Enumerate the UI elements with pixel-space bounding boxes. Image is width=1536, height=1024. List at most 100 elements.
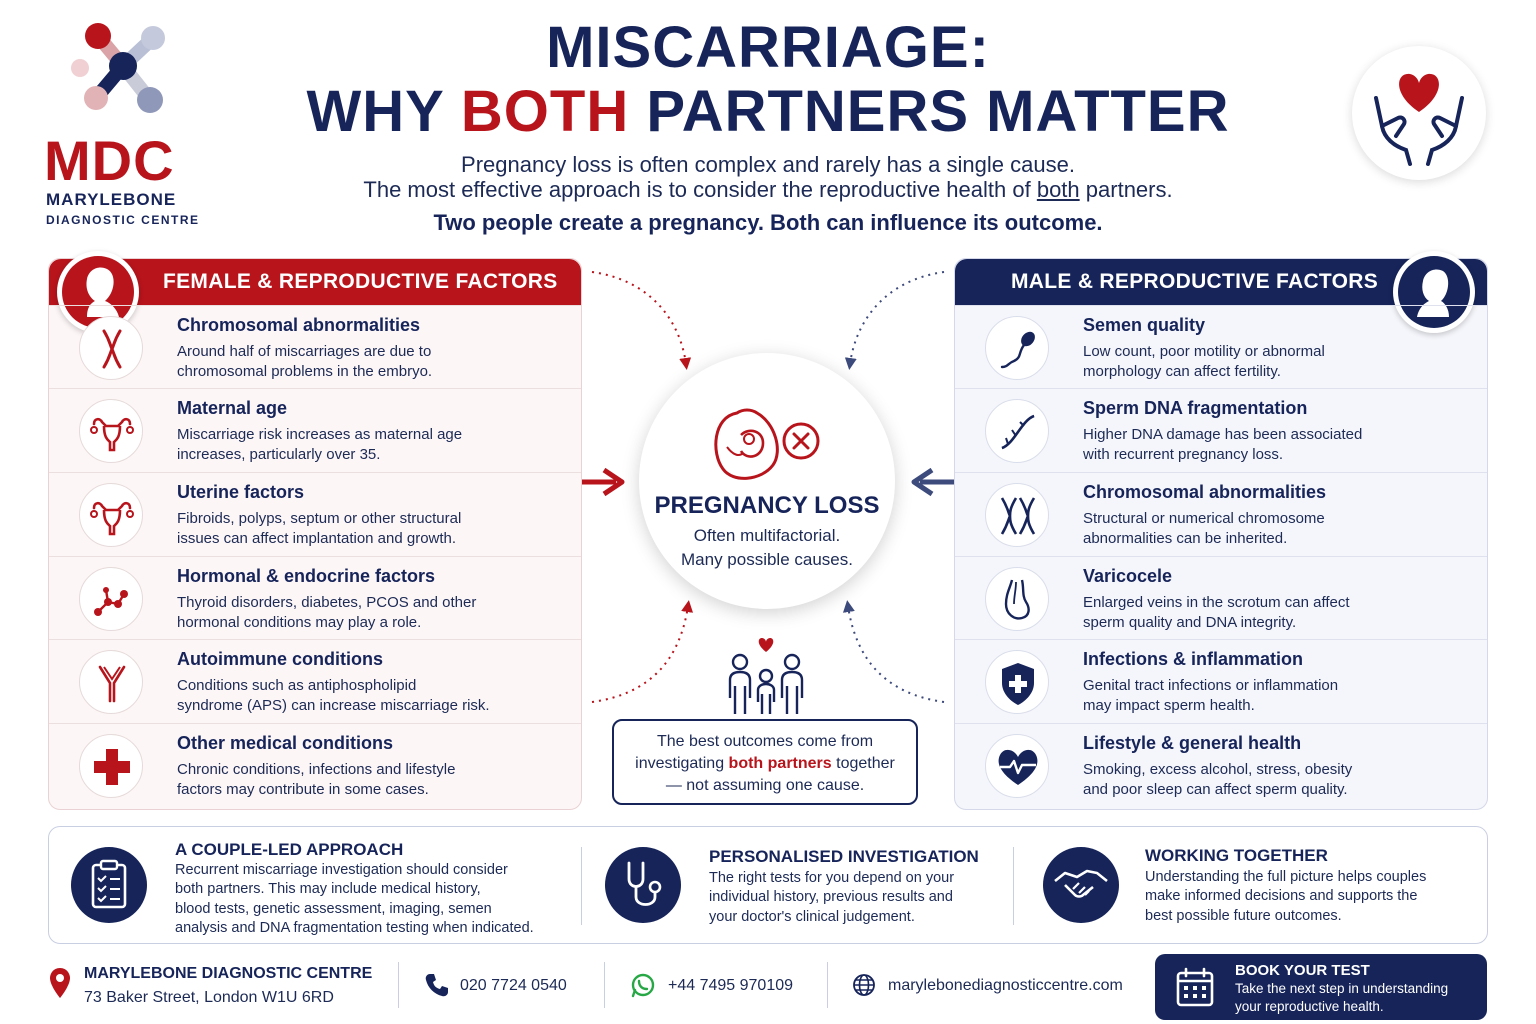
- male-factor-desc: Structural or numerical chromosome abnor…: [1083, 509, 1463, 549]
- male-factor-desc-line: and poor sleep can affect sperm quality.: [1083, 781, 1348, 798]
- handshake-icon: [1054, 869, 1108, 898]
- male-factor-desc: Higher DNA damage has been associated wi…: [1083, 425, 1463, 465]
- title-words-partners-matter: PARTNERS MATTER: [646, 79, 1230, 144]
- footer-address: 73 Baker Street, London W1U 6RD: [84, 989, 334, 1006]
- female-profile-icon: [62, 256, 134, 328]
- female-factor-desc: Conditions such as antiphospholipid synd…: [177, 676, 557, 716]
- dotted-arrow-bottom-left: [591, 600, 694, 703]
- male-factor-icon-wrap: [985, 567, 1049, 631]
- female-factor-desc-line: Chronic conditions, infections and lifes…: [177, 761, 456, 778]
- female-factor-title: Chromosomal abnormalities: [177, 315, 421, 335]
- male-factor-desc-line: with recurrent pregnancy loss.: [1083, 446, 1284, 463]
- dna-icon: [1001, 414, 1035, 450]
- male-factor-desc-line: morphology can affect fertility.: [1083, 363, 1281, 380]
- male-factor-title: Lifestyle & general health: [1083, 733, 1302, 753]
- male-factor-desc-line: Enlarged veins in the scrotum can affect: [1083, 594, 1350, 611]
- uterus-icon: [90, 417, 134, 452]
- male-factor-desc: Low count, poor motility or abnormal mor…: [1083, 342, 1463, 382]
- male-factor-desc-line: Higher DNA damage has been associated: [1083, 426, 1363, 443]
- approach-icon-circle: [71, 847, 147, 923]
- female-factor-row: Other medical conditions Chronic conditi…: [49, 723, 581, 806]
- female-factor-icon-wrap: [79, 316, 143, 380]
- male-factor-icon-wrap: [985, 399, 1049, 463]
- female-factor-row: Hormonal & endocrine factors Thyroid dis…: [49, 556, 581, 639]
- book-desc-line: Take the next step in understanding: [1235, 981, 1449, 996]
- male-factor-title: Sperm DNA fragmentation: [1083, 398, 1308, 418]
- female-factor-icon-wrap: [79, 567, 143, 631]
- medical-cross-icon: [94, 749, 130, 785]
- chromosome-icon: [102, 329, 122, 369]
- female-factor-icon-wrap: [79, 483, 143, 547]
- female-factor-desc: Chronic conditions, infections and lifes…: [177, 760, 557, 800]
- male-factors-panel: MALE & REPRODUCTIVE FACTORS Semen qualit…: [954, 251, 1488, 810]
- female-factor-desc: Around half of miscarriages are due to c…: [177, 342, 557, 382]
- male-factor-title: Chromosomal abnormalities: [1083, 482, 1327, 502]
- approach-desc-line: Understanding the full picture helps cou…: [1145, 869, 1427, 885]
- subtitle-line2-start: The most effective approach is to consid…: [363, 177, 1031, 202]
- family-heart-icon: [728, 638, 804, 714]
- sperm-icon: [1000, 331, 1035, 369]
- approach-desc-line: best possible future outcomes.: [1145, 907, 1342, 924]
- brand-logo: MDC MARYLEBONE DIAGNOSTIC CENTRE: [40, 18, 210, 228]
- female-factor-row: Maternal age Miscarriage risk increases …: [49, 388, 581, 471]
- subtitle-line1: Pregnancy loss is often complex and rare…: [461, 152, 1075, 177]
- female-factor-desc-line: syndrome (APS) can increase miscarriage …: [177, 697, 490, 714]
- stethoscope-icon: [627, 861, 662, 906]
- title-word-why: WHY: [306, 79, 444, 144]
- calendar-icon: [1176, 967, 1214, 1007]
- book-desc-line: your reproductive health.: [1235, 999, 1384, 1014]
- male-factor-desc-line: may impact sperm health.: [1083, 697, 1255, 714]
- footer-whatsapp[interactable]: +44 7495 970109: [668, 977, 794, 994]
- clipboard-checklist-icon: [91, 859, 127, 909]
- footer-divider: [604, 962, 605, 1008]
- male-factor-desc-line: Structural or numerical chromosome: [1083, 510, 1325, 527]
- subtitle-line2-end: partners.: [1085, 177, 1173, 202]
- female-factor-icon-wrap: [79, 399, 143, 463]
- footer-website[interactable]: marylebonediagnosticcentre.com: [888, 977, 1123, 994]
- approach-desc-line: both partners. This may include medical …: [175, 881, 481, 898]
- outcome-line3: — not assuming one cause.: [665, 777, 865, 794]
- outcome-both-partners: both partners: [728, 755, 832, 772]
- approach-divider: [581, 847, 582, 925]
- approach-title: A COUPLE-LED APPROACH: [175, 840, 404, 859]
- male-factor-desc: Smoking, excess alcohol, stress, obesity…: [1083, 760, 1463, 800]
- female-factor-row: Uterine factors Fibroids, polyps, septum…: [49, 472, 581, 555]
- approach-desc-line: individual history, previous results and: [709, 889, 953, 906]
- footer-phone[interactable]: 020 7724 0540: [460, 977, 567, 994]
- footer-divider: [398, 962, 399, 1008]
- footer-clinic-name: MARYLEBONE DIAGNOSTIC CENTRE: [84, 965, 373, 982]
- fetus-cross-icon: [714, 408, 820, 480]
- tagline: Two people create a pregnancy. Both can …: [433, 210, 1103, 235]
- pregnancy-loss-circle: [639, 353, 895, 609]
- female-factor-desc: Miscarriage risk increases as maternal a…: [177, 425, 557, 465]
- uterus-icon: [90, 501, 134, 536]
- female-factor-row: Autoimmune conditions Conditions such as…: [49, 639, 581, 722]
- male-factor-row: Varicocele Enlarged veins in the scrotum…: [955, 556, 1487, 639]
- female-factors-panel: FEMALE & REPRODUCTIVE FACTORS Chromosoma…: [48, 251, 582, 810]
- male-factor-desc: Genital tract infections or inflammation…: [1083, 676, 1463, 716]
- female-factor-icon-wrap: [79, 650, 143, 714]
- male-factor-row: Semen quality Low count, poor motility o…: [955, 305, 1487, 388]
- title-word-both: BOTH: [460, 79, 630, 144]
- dotted-arrow-bottom-right: [842, 600, 945, 703]
- male-factor-desc-line: abnormalities can be inherited.: [1083, 530, 1288, 547]
- male-factor-icon-wrap: [985, 734, 1049, 798]
- male-factor-icon-wrap: [985, 483, 1049, 547]
- male-factor-desc-line: sperm quality and DNA integrity.: [1083, 614, 1297, 631]
- approach-icon-circle: [1043, 847, 1119, 923]
- male-factor-desc-line: Smoking, excess alcohol, stress, obesity: [1083, 761, 1353, 778]
- male-factor-desc-line: Genital tract infections or inflammation: [1083, 677, 1339, 694]
- male-factor-title: Semen quality: [1083, 315, 1206, 335]
- female-factor-title: Uterine factors: [177, 482, 305, 502]
- hands-holding-heart-icon: [1374, 73, 1464, 166]
- female-factor-title: Other medical conditions: [177, 733, 394, 753]
- approach-desc-line: make informed decisions and supports the: [1145, 888, 1418, 905]
- male-factor-desc-line: Low count, poor motility or abnormal: [1083, 343, 1325, 360]
- approach-desc-line: analysis and DNA fragmentation testing w…: [175, 919, 534, 936]
- logo-name-line1: MARYLEBONE: [46, 190, 177, 209]
- male-factor-desc: Enlarged veins in the scrotum can affect…: [1083, 593, 1463, 633]
- male-factor-title: Varicocele: [1083, 566, 1173, 586]
- male-factor-row: Chromosomal abnormalities Structural or …: [955, 472, 1487, 555]
- chromosome-pair-icon: [1000, 497, 1036, 535]
- book-your-test-button[interactable]: BOOK YOUR TEST Take the next step in und…: [1155, 954, 1487, 1020]
